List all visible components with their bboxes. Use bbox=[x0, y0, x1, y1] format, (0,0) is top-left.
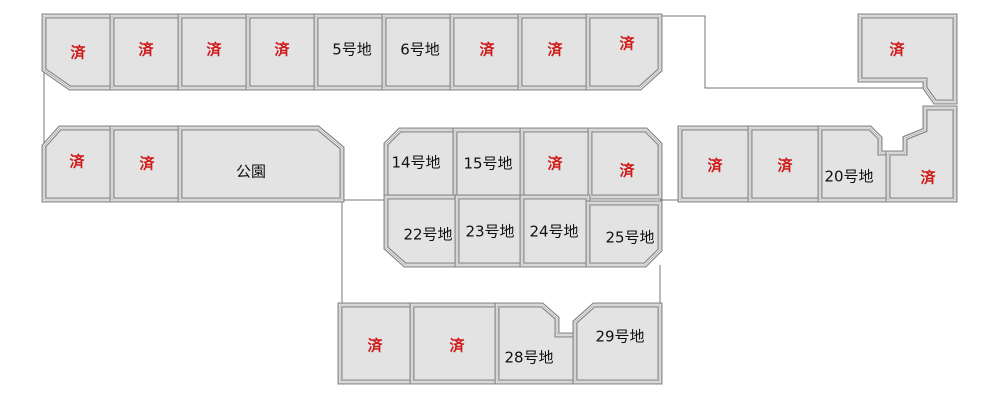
lot-sold: 済 bbox=[109, 125, 183, 203]
lot-label: 済 bbox=[69, 153, 85, 171]
lot-sold: 済 bbox=[885, 105, 958, 203]
lot-sold: 済 bbox=[517, 13, 591, 91]
lot-label: 済 bbox=[920, 169, 936, 187]
lot-sold: 済 bbox=[857, 13, 958, 105]
lot-label: 24号地 bbox=[529, 223, 578, 241]
lot-available: 5号地 bbox=[313, 13, 387, 91]
lot-label: 22号地 bbox=[403, 226, 452, 244]
lot-sold: 済 bbox=[109, 13, 183, 91]
lot-label: 済 bbox=[619, 35, 635, 53]
lot-available: 6号地 bbox=[381, 13, 455, 91]
lot-label: 済 bbox=[547, 41, 563, 59]
lot-label: 公園 bbox=[236, 163, 266, 181]
lot-sold: 済 bbox=[245, 13, 319, 91]
lot-label: 済 bbox=[138, 41, 154, 59]
lot-label: 20号地 bbox=[824, 168, 873, 186]
lot-outline bbox=[857, 13, 958, 105]
lot-outline bbox=[887, 107, 956, 201]
lot-outline bbox=[43, 127, 113, 201]
lot-label: 済 bbox=[547, 155, 563, 173]
lot-outline bbox=[496, 304, 576, 383]
lot-label: 23号地 bbox=[465, 223, 514, 241]
lot-sold: 済 bbox=[747, 125, 823, 203]
lot-sold: 済 bbox=[677, 125, 753, 203]
lot-label: 済 bbox=[619, 162, 635, 180]
lot-label: 15号地 bbox=[463, 155, 512, 173]
lot-label: 済 bbox=[206, 41, 222, 59]
lot-available: 14号地 bbox=[383, 127, 458, 200]
lot-label: 済 bbox=[274, 41, 290, 59]
lot-sold: 済 bbox=[449, 13, 523, 91]
lot-label: 28号地 bbox=[504, 349, 553, 367]
lot-outline bbox=[587, 202, 661, 266]
lot-available: 22号地 bbox=[383, 194, 460, 268]
lot-available: 29号地 bbox=[572, 302, 663, 385]
lot-label: 済 bbox=[479, 41, 495, 59]
lot-label: 6号地 bbox=[400, 41, 440, 59]
lot-label: 5号地 bbox=[332, 41, 372, 59]
lot-outline bbox=[819, 127, 889, 201]
boundary-line bbox=[660, 15, 925, 89]
lot-label: 済 bbox=[707, 157, 723, 175]
lot-outline bbox=[817, 125, 891, 203]
lot-outline bbox=[859, 15, 956, 103]
lot-outline bbox=[385, 196, 458, 266]
lot-outline bbox=[587, 15, 661, 89]
lot-available: 23号地 bbox=[454, 194, 525, 268]
lot-available: 25号地 bbox=[585, 200, 663, 268]
lot-sold: 済 bbox=[585, 13, 663, 91]
park: 公園 bbox=[177, 125, 345, 203]
lot-label: 済 bbox=[139, 155, 155, 173]
lot-label: 25号地 bbox=[605, 229, 654, 247]
lot-sold: 済 bbox=[41, 13, 115, 91]
lot-outline bbox=[43, 15, 113, 89]
lot-sold: 済 bbox=[587, 127, 663, 200]
lot-outline bbox=[574, 304, 661, 383]
lot-available: 24号地 bbox=[519, 194, 591, 268]
lot-available: 20号地 bbox=[817, 125, 891, 203]
lot-label: 済 bbox=[367, 337, 383, 355]
lot-label: 14号地 bbox=[391, 154, 440, 172]
lot-label: 済 bbox=[449, 337, 465, 355]
lot-sold: 済 bbox=[337, 302, 415, 385]
lot-outline bbox=[179, 127, 343, 201]
lot-available: 15号地 bbox=[452, 127, 525, 200]
lot-label: 済 bbox=[70, 44, 86, 62]
lot-sold: 済 bbox=[41, 125, 115, 203]
lot-sold: 済 bbox=[519, 127, 593, 200]
lot-sold: 済 bbox=[409, 302, 500, 385]
lot-available: 28号地 bbox=[494, 302, 578, 385]
lot-outline bbox=[494, 302, 578, 385]
lot-label: 済 bbox=[777, 157, 793, 175]
lot-outline bbox=[589, 129, 661, 198]
lot-label: 済 bbox=[889, 41, 905, 59]
lot-label: 29号地 bbox=[595, 328, 644, 346]
lot-sold: 済 bbox=[177, 13, 251, 91]
